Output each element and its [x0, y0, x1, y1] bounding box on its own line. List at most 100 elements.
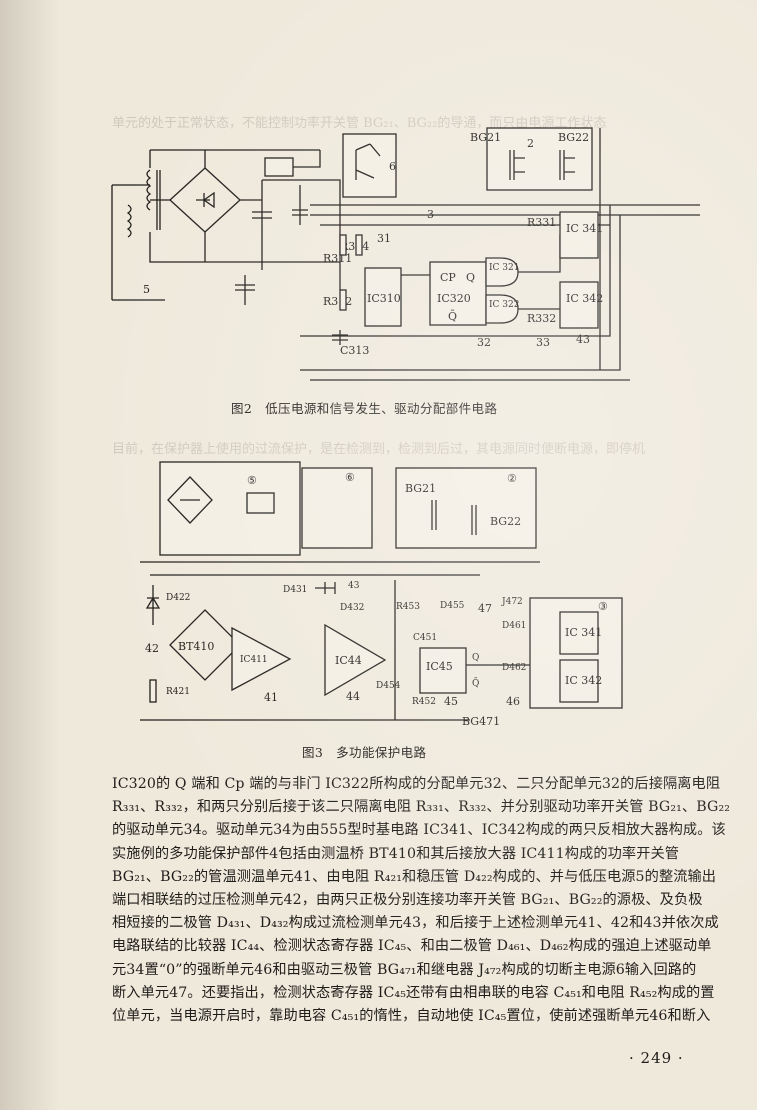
label-ic310: IC310 — [367, 292, 401, 305]
body-line: R₃₃₁、R₃₃₂，和两只分别后接于该二只隔离电阻 R₃₃₁、R₃₃₂、并分别驱… — [112, 799, 731, 816]
ic320-box — [429, 261, 487, 326]
power-mosfets — [509, 150, 575, 180]
ic341-f3-box — [559, 611, 599, 655]
body-line: 位单元，当电源开启时，靠助电容 C₄₅₁的惰性，自动地使 IC₄₅置位，使前述强… — [112, 1008, 711, 1025]
label-bg22: BG22 — [558, 131, 589, 144]
comparator-ic44 — [324, 623, 387, 697]
label-bt410: BT410 — [178, 640, 214, 653]
label-r452: R452 — [412, 697, 436, 707]
unit-5-bridge — [167, 476, 213, 524]
label-j472: J472 — [501, 597, 523, 607]
label-47: 47 — [478, 602, 492, 615]
body-line: 的驱动单元34。驱动单元34为由555型时基电路 IC341、IC342构成的两… — [112, 822, 726, 839]
label-qbar: Q̄ — [448, 310, 457, 323]
label-circle-3: ③ — [598, 600, 608, 613]
bottom-bus — [300, 128, 630, 381]
label-ic321: IC 321 — [489, 263, 519, 273]
label-bg21: BG21 — [470, 131, 501, 144]
label-cp: CP — [440, 271, 456, 284]
label-bg21-f3: BG21 — [405, 482, 436, 495]
label-ic342: IC 342 — [566, 292, 603, 305]
body-line: 实施例的多功能保护部件4包括由测温桥 BT410和其后接放大器 IC411构成的… — [112, 845, 680, 862]
mosfets-f3 — [431, 500, 477, 535]
unit-5-regulator — [246, 492, 275, 514]
ic341-box — [559, 211, 599, 259]
label-c313: C313 — [340, 344, 369, 357]
diode-d431 — [315, 582, 336, 594]
label-circle-2: ② — [507, 472, 517, 485]
ic310-box — [364, 267, 402, 327]
label-46: 46 — [506, 695, 520, 708]
label-ic320: IC320 — [437, 292, 471, 305]
label-41: 41 — [264, 691, 278, 704]
label-d461: D461 — [502, 621, 526, 631]
label-q: Q — [466, 271, 475, 284]
label-44: 44 — [346, 690, 360, 703]
resistor-r311 — [339, 234, 347, 256]
figure2-schematic: 5 6 3 BG21 BG22 2 R311 R314 31 IC310 R31… — [111, 127, 700, 381]
label-circle-6: ⑥ — [345, 471, 355, 484]
label-ic341-f3: IC 341 — [565, 626, 602, 639]
regulator-wire — [293, 150, 321, 168]
label-ic341: IC 341 — [566, 222, 603, 235]
unit-2-box — [486, 127, 593, 191]
body-line: BG₂₁、BG₂₂的管温测温单元41、由电阻 R₄₂₁和稳压管 D₄₂₂构成的、… — [112, 868, 717, 885]
label-42: 42 — [145, 642, 159, 655]
label-qbar-f3: Q̄ — [472, 677, 479, 689]
amp-ic411 — [231, 626, 292, 692]
label-r421: R421 — [166, 687, 190, 697]
label-31: 31 — [377, 232, 391, 245]
label-circle-5: ⑤ — [247, 474, 257, 487]
show-through-text: 目前，在保护器上使用的过流保护，是在检测到，检测到后过，其电源同时便断电源，即停… — [112, 442, 646, 457]
body-line: 断入单元47。还要指出，检测状态寄存器 IC₄₅还带有由相串联的电容 C₄₅₁和… — [112, 984, 715, 1001]
label-r332: R332 — [527, 312, 556, 325]
diode-d422 — [145, 585, 161, 625]
label-c451: C451 — [413, 633, 437, 643]
unit-2-box — [395, 467, 537, 549]
body-line: 相短接的二极管 D₄₃₁、D₄₃₂构成过流检测单元43，和后接于上述检测单元41… — [112, 915, 719, 932]
label-r331: R331 — [527, 216, 556, 229]
ic342-f3-box — [559, 659, 599, 703]
label-45: 45 — [444, 695, 458, 708]
bt410-bridge — [169, 609, 241, 681]
body-line: 元34置“0”的强断单元46和由驱动三极管 BG₄₇₁和继电器 J₄₇₂构成的切… — [112, 961, 697, 978]
label-bg471: BG471 — [462, 715, 500, 728]
unit-5-box — [159, 461, 301, 556]
label-ic411: IC411 — [240, 655, 268, 665]
label-r453: R453 — [396, 602, 420, 612]
show-through-text: 单元的处于正常状态，不能控制功率开关管 BG₂₁、BG₂₂的导通，而只由电源工作… — [112, 116, 607, 131]
label-32: 32 — [477, 336, 491, 349]
label-3: 3 — [427, 208, 434, 221]
label-5: 5 — [143, 283, 150, 296]
label-d462: D462 — [502, 663, 526, 673]
label-ic322: IC 322 — [489, 300, 519, 310]
figure3-caption: 图3 多功能保护电路 — [302, 745, 427, 760]
page-number: · 249 · — [629, 1049, 684, 1067]
label-ic342-f3: IC 342 — [565, 674, 602, 687]
label-43-f3: 43 — [348, 581, 360, 591]
ic45-box — [419, 647, 467, 694]
unit-6-switch — [355, 143, 381, 180]
body-line: 电路联结的比较器 IC₄₄、检测状态寄存器 IC₄₅、和由二极管 D₄₆₁、D₄… — [112, 938, 712, 955]
bridge-rectifier — [150, 150, 262, 262]
resistor-r421 — [149, 679, 157, 703]
label-d431: D431 — [283, 585, 307, 595]
resistor-r314 — [355, 234, 363, 256]
figure3-wiring — [140, 580, 530, 721]
figure3-schematic: ⑤ ⑥ BG21 ② BG22 D422 BT410 42 R421 IC411… — [140, 461, 623, 728]
body-line: IC320的 Q 端和 Cp 端的与非门 IC322所构成的分配单元32、二只分… — [112, 776, 721, 792]
label-ic44: IC44 — [335, 654, 362, 667]
body-line: 端口相联结的过压检测单元42，由两只正极分别连接功率开关管 BG₂₁、BG₂₂的… — [112, 892, 703, 909]
label-2: 2 — [527, 137, 534, 150]
label-ic45: IC45 — [426, 660, 453, 673]
transformer — [111, 149, 320, 301]
label-33: 33 — [536, 336, 550, 349]
label-d432: D432 — [340, 603, 364, 613]
resistor-r312 — [339, 289, 347, 311]
figure2-caption: 图2 低压电源和信号发生、驱动分配部件电路 — [231, 401, 498, 416]
cap-c313 — [332, 330, 348, 345]
body-text: IC320的 Q 端和 Cp 端的与非门 IC322所构成的分配单元32、二只分… — [112, 773, 731, 1028]
label-d454: D454 — [376, 681, 401, 691]
label-bg22-f3: BG22 — [490, 515, 521, 528]
figure3-bus — [140, 561, 540, 576]
